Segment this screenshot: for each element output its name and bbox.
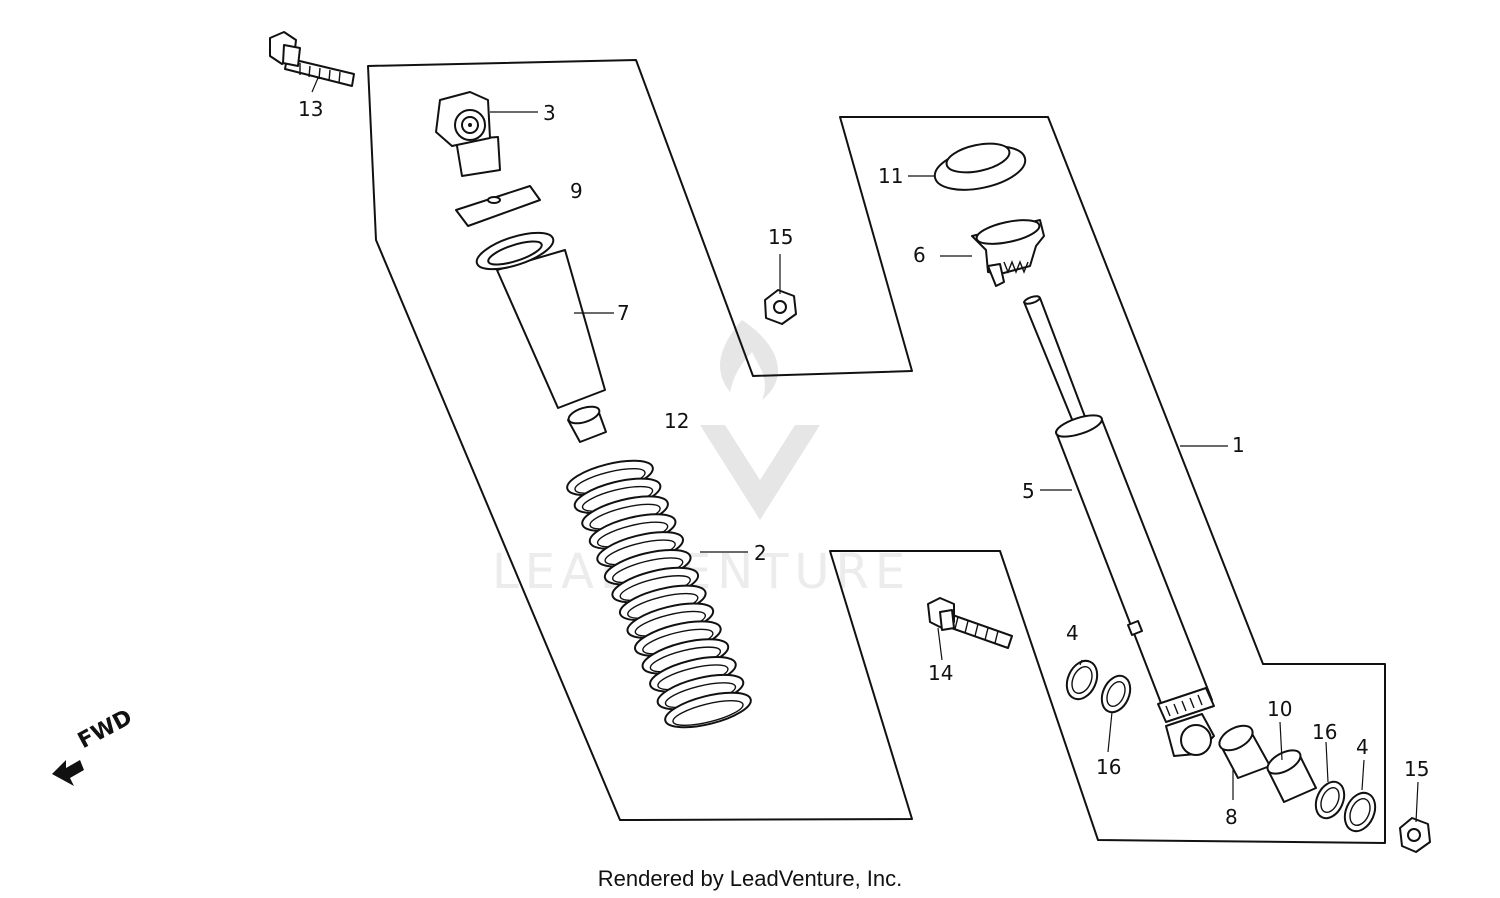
callout-1: 1	[1232, 433, 1245, 457]
callout-13: 13	[298, 97, 323, 121]
leader-lines	[311, 77, 1419, 823]
callout-11: 11	[878, 164, 903, 188]
callout-16-left: 16	[1096, 755, 1121, 779]
bolt-14[interactable]	[927, 597, 1013, 649]
collar-10[interactable]	[1264, 746, 1317, 803]
left-group-outline	[367, 59, 1386, 844]
callout-9: 9	[570, 179, 583, 203]
coil-spring-2[interactable]	[564, 454, 754, 734]
nut-15-upper[interactable]	[764, 289, 797, 325]
callout-16-right: 16	[1312, 720, 1337, 744]
footer-credit: Rendered by LeadVenture, Inc.	[597, 866, 903, 891]
callout-15-upper: 15	[768, 225, 793, 249]
callout-14: 14	[928, 661, 953, 685]
callout-5: 5	[1022, 479, 1035, 503]
spring-seat-plate-9[interactable]	[455, 185, 541, 227]
callout-8: 8	[1225, 805, 1238, 829]
callout-4-right: 4	[1356, 735, 1369, 759]
collar-8[interactable]	[1215, 721, 1271, 779]
seal-16-right[interactable]	[1310, 777, 1349, 822]
dust-seal-4-left[interactable]	[1061, 656, 1103, 704]
dust-cover-7[interactable]	[473, 225, 606, 409]
callout-10: 10	[1267, 697, 1292, 721]
nut-15-lower[interactable]	[1399, 817, 1431, 853]
callout-3: 3	[543, 101, 556, 125]
callout-12: 12	[664, 409, 689, 433]
callouts: 1 2 3 4 4 5 6 7 8 9 10 11 12 13 14 15 15…	[298, 97, 1429, 829]
upper-mount-3[interactable]	[435, 91, 501, 177]
callout-6: 6	[913, 243, 926, 267]
callout-4-left: 4	[1066, 621, 1079, 645]
seal-16-left[interactable]	[1096, 671, 1135, 716]
damper-5[interactable]	[1023, 295, 1215, 757]
spring-retainer-6[interactable]	[971, 216, 1045, 287]
callout-2: 2	[754, 541, 767, 565]
callout-7: 7	[617, 301, 630, 325]
spring-coil-inner	[672, 699, 744, 727]
callout-15-lower: 15	[1404, 757, 1429, 781]
bolt-13[interactable]	[269, 31, 355, 87]
dust-seal-4-right[interactable]	[1339, 788, 1381, 836]
cap-11[interactable]	[931, 139, 1029, 197]
bump-stop-12[interactable]	[567, 403, 607, 443]
fwd-arrow-icon	[52, 760, 84, 786]
